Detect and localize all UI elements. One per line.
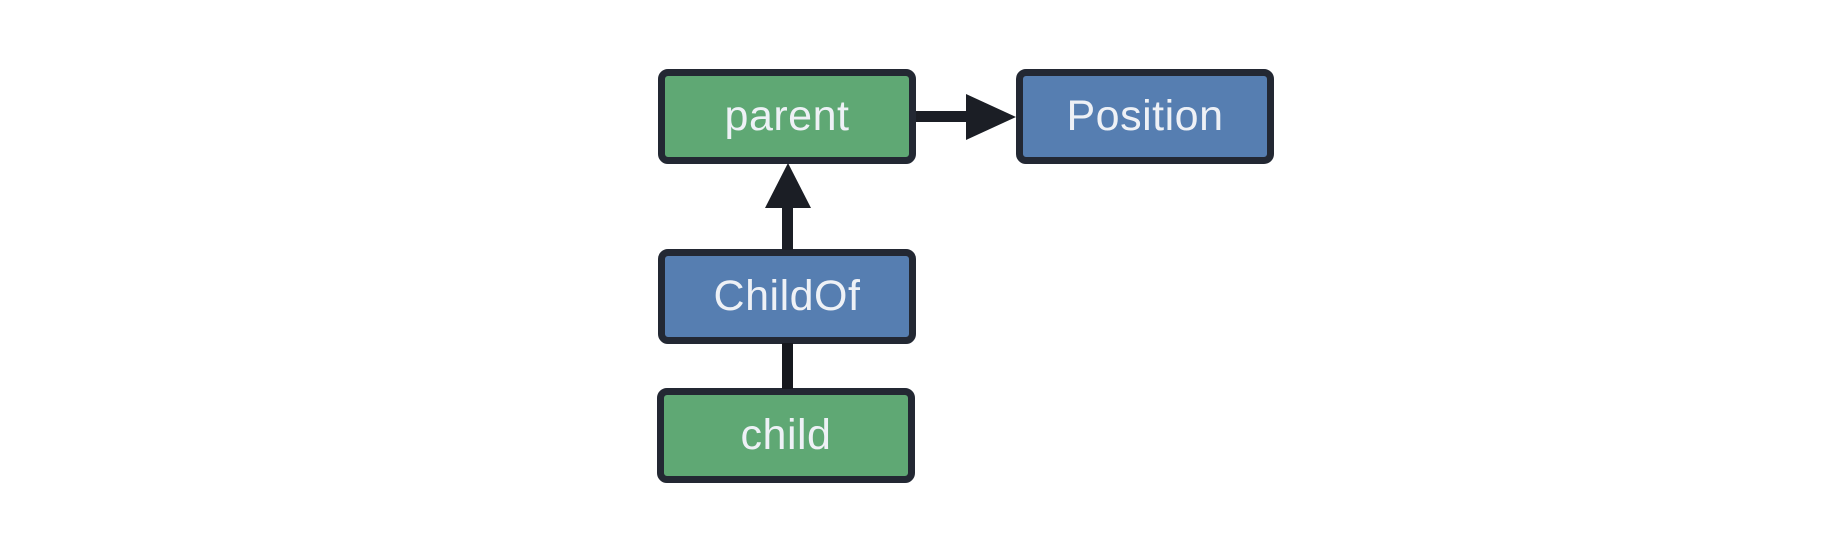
node-position: Position — [1016, 69, 1274, 164]
node-child: child — [657, 388, 915, 483]
edge-child-childof-line — [782, 343, 793, 389]
edge-childof-parent-shaft — [782, 205, 793, 250]
node-childof: ChildOf — [658, 249, 916, 344]
edge-childof-parent-arrowhead-up-icon — [765, 163, 811, 208]
edge-parent-position-shaft — [916, 111, 972, 122]
edge-parent-position-arrowhead-right-icon — [966, 94, 1016, 140]
node-parent: parent — [658, 69, 916, 164]
